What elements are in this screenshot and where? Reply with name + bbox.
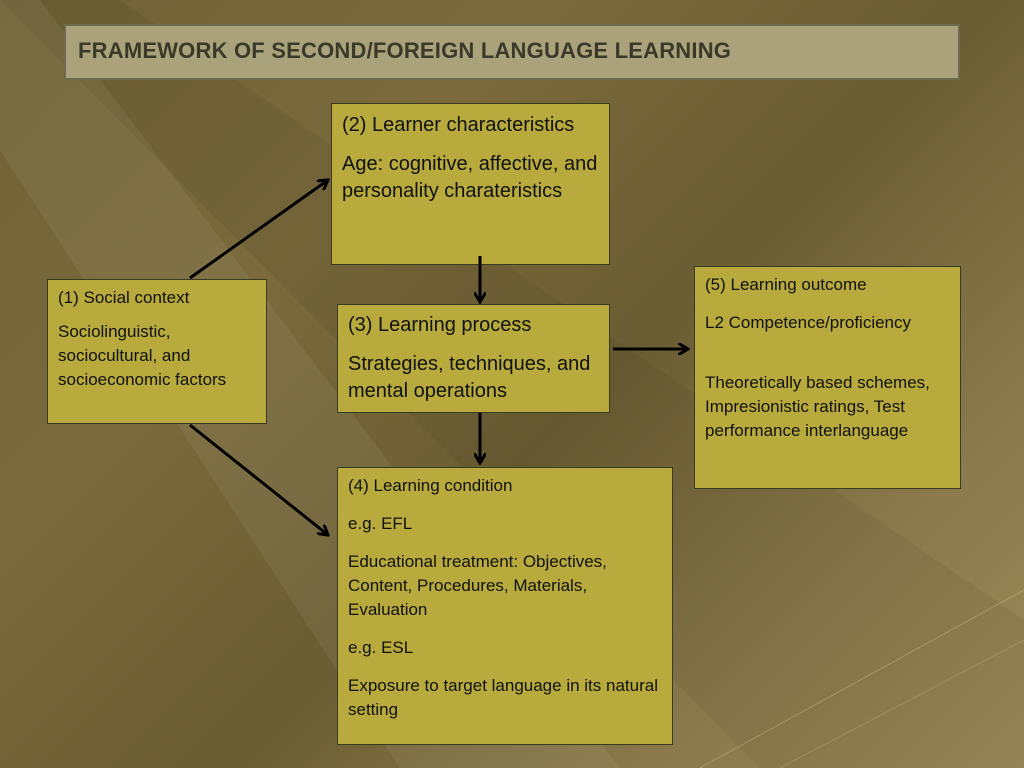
learning-condition-box: (4) Learning condition e.g. EFL Educatio… — [337, 467, 673, 745]
learning-condition-efl: e.g. EFL — [348, 514, 413, 533]
learning-process-heading: (3) Learning process — [348, 314, 532, 336]
learner-characteristics-heading: (2) Learner characteristics — [342, 114, 575, 136]
social-context-body: Sociolinguistic, sociocultural, and soci… — [58, 322, 227, 389]
learning-condition-esl: e.g. ESL — [348, 638, 414, 657]
slide-title-bar: FRAMEWORK OF SECOND/FOREIGN LANGUAGE LEA… — [64, 24, 960, 80]
learner-characteristics-box: (2) Learner characteristics Age: cogniti… — [331, 103, 610, 265]
learning-process-body: Strategies, techniques, and mental opera… — [348, 353, 591, 402]
slide-title: FRAMEWORK OF SECOND/FOREIGN LANGUAGE LEA… — [78, 38, 732, 63]
learning-outcome-measures: Theoretically based schemes, Impresionis… — [705, 373, 930, 440]
learning-outcome-heading: (5) Learning outcome — [705, 275, 867, 294]
social-context-heading: (1) Social context — [58, 288, 190, 307]
learning-condition-heading: (4) Learning condition — [348, 476, 513, 495]
learning-outcome-competence: L2 Competence/proficiency — [705, 313, 912, 332]
arrow-social-to-condition — [189, 423, 328, 535]
learning-condition-exposure: Exposure to target language in its natur… — [348, 676, 658, 719]
arrow-social-to-learner — [189, 180, 328, 280]
social-context-box: (1) Social context Sociolinguistic, soci… — [47, 279, 267, 424]
learning-outcome-box: (5) Learning outcome L2 Competence/profi… — [694, 266, 961, 489]
learning-process-box: (3) Learning process Strategies, techniq… — [337, 304, 610, 413]
learning-condition-treatment: Educational treatment: Objectives, Conte… — [348, 552, 607, 619]
learner-characteristics-body: Age: cognitive, affective, and personali… — [342, 153, 598, 202]
